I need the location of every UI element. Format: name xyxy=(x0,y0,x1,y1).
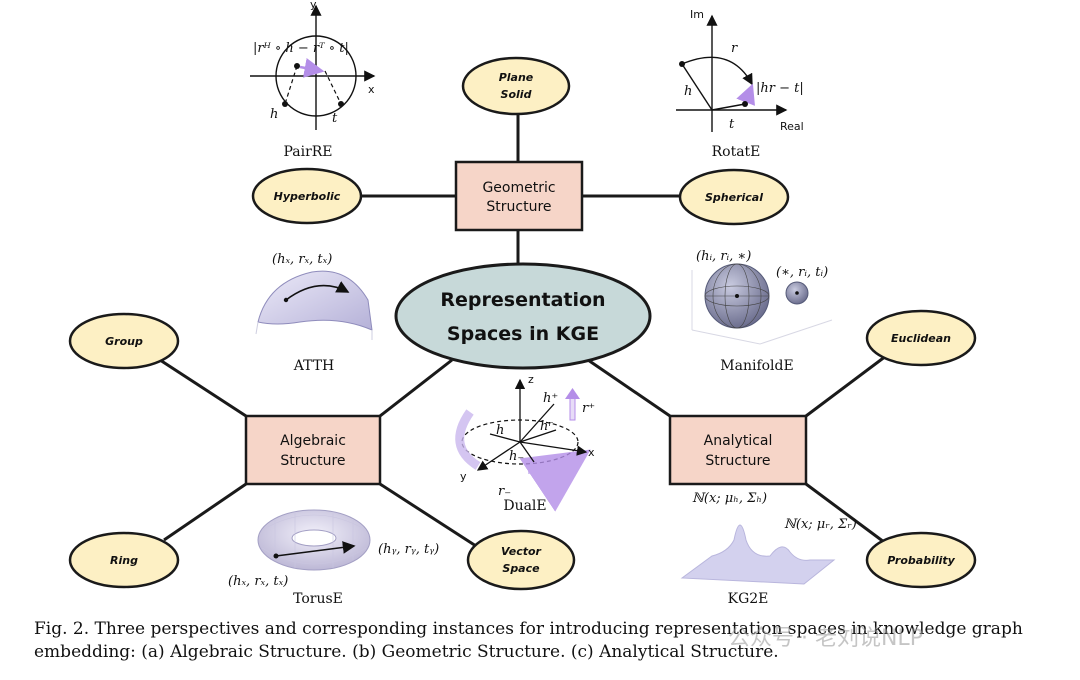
space-vector-space: Vector Space xyxy=(466,529,576,591)
connector-analytical-probability xyxy=(805,482,885,544)
connector-center-algebraic xyxy=(379,358,453,418)
rotate-model-name: RotatE xyxy=(712,144,761,160)
geometric-structure-box: Geometric Structure xyxy=(454,160,584,232)
analytical-structure-line1: Analytical xyxy=(704,433,773,449)
manifolde-figure: (hᵢ, rᵢ, ∗) (∗, rᵢ, tᵢ) ManifoldE xyxy=(691,249,833,374)
duale-h-plus-label: h⁺ xyxy=(543,391,558,406)
rotate-h-label: h xyxy=(684,84,692,99)
rotate-im-axis-label: Im xyxy=(690,8,704,21)
pairre-t-label: t xyxy=(332,111,338,126)
pairre-h-label: h xyxy=(270,107,278,122)
space-vector-label: Vector xyxy=(501,545,542,558)
pairre-figure: x y |rᴴ ∘ h − rᵀ ∘ t| h t PairRE xyxy=(250,0,376,160)
manifolde-formula-right: (∗, rᵢ, tᵢ) xyxy=(776,265,828,280)
space-probability: Probability xyxy=(865,531,977,589)
connector-algebraic-vector xyxy=(379,482,477,548)
duale-model-name: DualE xyxy=(503,498,546,514)
space-plane-solid: Plane Solid xyxy=(461,56,571,116)
toruse-model-name: TorusE xyxy=(293,591,343,607)
space-group-label: Group xyxy=(105,335,143,348)
geometric-structure-line1: Geometric xyxy=(482,180,555,196)
toruse-figure: (hᵧ, rᵧ, tᵧ) (hₓ, rₓ, tₓ) TorusE xyxy=(228,509,439,607)
duale-figure: z x y h⁺ r⁺ h hʳ h₋ r₋ DualE xyxy=(455,373,595,514)
watermark: 公众号 · 老刘说NLP xyxy=(728,626,923,651)
manifolde-formula-left: (hᵢ, rᵢ, ∗) xyxy=(696,249,751,264)
center-title-line2: Spaces in KGE xyxy=(447,323,599,345)
analytical-structure-box: Analytical Structure xyxy=(668,414,808,486)
pairre-model-name: PairRE xyxy=(283,144,332,160)
analytical-structure-line2: Structure xyxy=(705,453,770,469)
space-ring-label: Ring xyxy=(110,554,138,567)
connectors xyxy=(159,110,887,548)
space-group: Group xyxy=(68,312,180,370)
connector-analytical-euclidean xyxy=(805,354,887,418)
pairre-formula: |rᴴ ∘ h − rᵀ ∘ t| xyxy=(253,41,349,56)
connector-center-analytical xyxy=(587,358,671,418)
geometric-structure-line2: Structure xyxy=(486,199,551,215)
rotate-t-label: t xyxy=(729,117,735,132)
space-hyperbolic-label: Hyperbolic xyxy=(274,190,341,203)
space-ring: Ring xyxy=(68,531,180,589)
space-plane-label: Plane xyxy=(499,71,534,84)
algebraic-structure-line2: Structure xyxy=(280,453,345,469)
space-spherical: Spherical xyxy=(678,168,790,226)
duale-h-minus-label: h₋ xyxy=(509,449,524,464)
space-probability-label: Probability xyxy=(887,554,955,567)
toruse-formula-bottom: (hₓ, rₓ, tₓ) xyxy=(228,574,288,589)
figure-caption: Fig. 2. Three perspectives and correspon… xyxy=(34,619,1023,662)
duale-h-r-label: hʳ xyxy=(540,419,553,434)
atth-surface xyxy=(257,270,373,331)
space-euclidean-label: Euclidean xyxy=(891,332,951,345)
duale-h-label: h xyxy=(496,423,504,438)
connector-algebraic-ring xyxy=(163,482,247,542)
rotate-real-axis-label: Real xyxy=(780,120,804,133)
space-space-label: Space xyxy=(502,562,540,575)
manifolde-model-name: ManifoldE xyxy=(720,358,793,374)
kg2e-formula-h: ℕ(x; μₕ, Σₕ) xyxy=(692,491,767,506)
rotate-figure: Im Real r h t |hr − t| RotatE xyxy=(676,8,804,160)
rotate-r-label: r xyxy=(731,41,738,56)
space-hyperbolic: Hyperbolic xyxy=(251,167,363,225)
pairre-y-axis-label: y xyxy=(310,0,317,11)
kg2e-distribution-surface xyxy=(680,524,836,585)
connector-algebraic-group xyxy=(159,358,247,418)
center-title-line1: Representation xyxy=(440,289,605,311)
atth-figure: (hₓ, rₓ, tₓ) ATTH xyxy=(255,252,373,374)
space-solid-label: Solid xyxy=(501,88,532,101)
algebraic-structure-box: Algebraic Structure xyxy=(244,414,382,486)
atth-model-name: ATTH xyxy=(293,358,335,374)
duale-r-plus-label: r⁺ xyxy=(582,401,595,416)
pairre-x-axis-label: x xyxy=(368,83,375,96)
toruse-formula-top: (hᵧ, rᵧ, tᵧ) xyxy=(378,542,439,557)
kg2e-model-name: KG2E xyxy=(728,591,769,607)
rotate-formula: |hr − t| xyxy=(756,81,804,96)
duale-z-label: z xyxy=(528,373,534,386)
space-spherical-label: Spherical xyxy=(705,191,763,204)
kg2e-formula-r: ℕ(x; μᵣ, Σᵣ) xyxy=(784,517,857,532)
duale-r-minus-label: r₋ xyxy=(498,484,511,499)
duale-x-label: x xyxy=(588,446,595,459)
duale-y-label: y xyxy=(460,470,467,483)
center-node: Representation Spaces in KGE xyxy=(394,262,652,370)
atth-formula: (hₓ, rₓ, tₓ) xyxy=(272,252,332,267)
algebraic-structure-line1: Algebraic xyxy=(280,433,346,449)
space-euclidean: Euclidean xyxy=(865,309,977,367)
kg2e-figure: ℕ(x; μₕ, Σₕ) ℕ(x; μᵣ, Σᵣ) KG2E xyxy=(680,491,857,607)
